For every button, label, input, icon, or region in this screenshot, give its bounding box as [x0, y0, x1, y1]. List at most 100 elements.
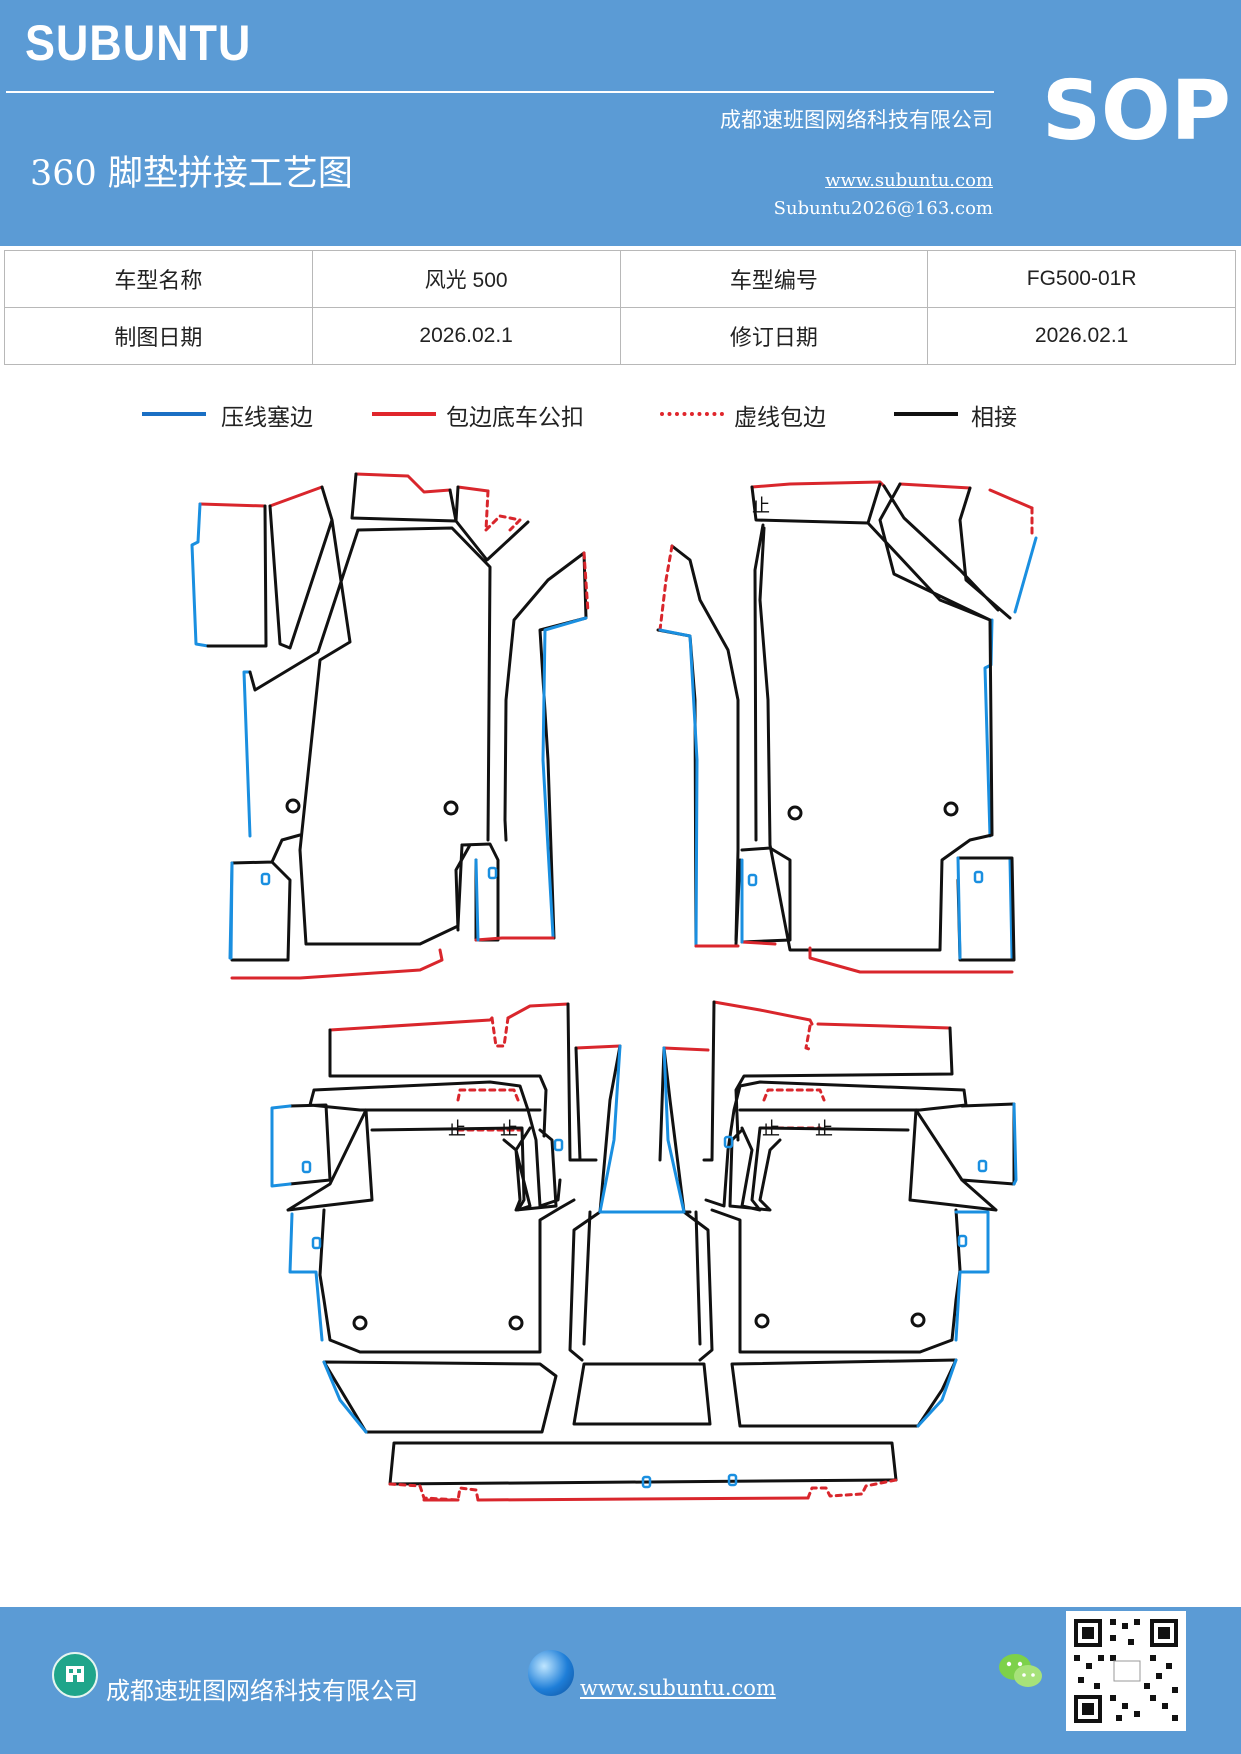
model-code-label: 车型编号: [619, 250, 929, 308]
rear-right-stop-mark: 止: [815, 1119, 833, 1140]
table-row: 制图日期 2026.02.1 修订日期 2026.02.1: [4, 307, 1236, 365]
front-right-hole: [787, 805, 803, 821]
front-right-mat: 止: [656, 480, 1038, 974]
rear-left-clip: [301, 1160, 312, 1174]
rear-right-clip: [957, 1234, 968, 1248]
front-left-left-press: [190, 502, 252, 960]
revise-date-value: 2026.02.1: [927, 307, 1236, 365]
front-left-side-dotted: [582, 551, 590, 614]
rear-right-lower-press: [916, 1358, 958, 1428]
front-left-top-wrap: [198, 472, 490, 508]
rear-left-lower: [322, 1360, 558, 1434]
rear-left-hole: [352, 1315, 368, 1331]
legend-label-dotted-edge: 虚线包边: [734, 405, 826, 431]
legend-swatch-press-edge: [142, 412, 206, 416]
rear-right-outline: [658, 1000, 1016, 1354]
model-code-value: FG500-01R: [927, 250, 1236, 308]
website-link[interactable]: www.subuntu.com: [825, 170, 993, 191]
model-name-value: 风光 500: [311, 250, 621, 308]
rear-left-left-press: [270, 1104, 324, 1342]
legend-swatch-joint: [894, 412, 958, 416]
front-left-top-dotted: [484, 489, 522, 532]
front-right-side-press: [658, 628, 699, 948]
front-right-side-dotted: [658, 544, 674, 632]
rear-left-top-dotted: [456, 1016, 524, 1132]
rear-strip-clip: [641, 1475, 652, 1489]
rear-right-hole: [910, 1312, 926, 1328]
header-band: [0, 0, 1241, 246]
front-right-top-wrap: [750, 480, 1034, 510]
front-left-bottom-wrap: [230, 936, 555, 980]
rear-left-outline: [286, 1002, 598, 1354]
front-right-bottom-pieces: [734, 846, 1016, 962]
rear-strip-dotted-edge: [388, 1478, 898, 1502]
draw-date-label: 制图日期: [4, 307, 313, 365]
front-left-bottom-pieces: [230, 833, 500, 962]
footer-company-name: 成都速班图网络科技有限公司: [106, 1677, 418, 1705]
rear-right-right-press: [954, 1102, 1018, 1342]
front-right-outline: [750, 482, 1012, 952]
rear-right-top-wrap: [662, 1000, 952, 1052]
qr-code: [1066, 1611, 1186, 1731]
table-row: 车型名称 风光 500 车型编号 FG500-01R: [4, 250, 1236, 308]
vehicle-info-table: 车型名称 风光 500 车型编号 FG500-01R 制图日期 2026.02.…: [4, 250, 1236, 365]
wechat-icon[interactable]: [996, 1650, 1044, 1692]
front-left-outline: [206, 472, 530, 946]
rear-left-center-side: [568, 1044, 692, 1362]
front-left-clip: [260, 872, 271, 886]
header-divider: [6, 91, 994, 93]
rear-left-clip: [311, 1236, 322, 1250]
front-right-side-panel: [656, 544, 740, 948]
email-address: Subuntu2026@163.com: [773, 198, 993, 219]
model-name-label: 车型名称: [4, 250, 313, 308]
front-right-clip: [747, 873, 758, 887]
rear-strip-clip: [727, 1473, 738, 1487]
rear-left-hole: [508, 1315, 524, 1331]
legend-label-press-edge: 压线塞边: [221, 405, 313, 431]
front-right-clip: [973, 870, 984, 884]
rear-left-mat: 止 止: [270, 1002, 692, 1434]
rear-strip-mat: [388, 1441, 898, 1502]
rear-right-hole: [754, 1313, 770, 1329]
rear-left-lower-press: [322, 1360, 368, 1434]
front-right-hole: [943, 801, 959, 817]
legend-label-joint: 相接: [971, 405, 1017, 431]
front-right-bottom-press: [740, 856, 962, 960]
floor-mat-drawing: 止 止 止 止 止: [190, 472, 1038, 1502]
rear-right-center-side: [662, 1046, 714, 1362]
front-left-hole: [285, 798, 301, 814]
front-left-hole: [443, 800, 459, 816]
footer-website-link[interactable]: www.subuntu.com: [580, 1676, 776, 1700]
front-left-clip: [487, 866, 498, 880]
legend-label-wrap-edge: 包边底车公扣: [446, 405, 584, 431]
building-icon: [52, 1652, 98, 1698]
rear-right-clip: [977, 1159, 988, 1173]
sop-label: SOP: [1042, 64, 1231, 159]
front-right-stop-mark: 止: [752, 496, 770, 517]
legend-swatch-dotted-edge: [660, 412, 724, 416]
rear-strip-wrap-edge: [422, 1496, 810, 1502]
rear-left-stop-mark: 止: [448, 1119, 466, 1140]
rear-right-stop-mark: 止: [762, 1119, 780, 1140]
revise-date-label: 修订日期: [619, 307, 929, 365]
legend-swatch-wrap-edge: [372, 412, 436, 416]
rear-left-top-wrap: [328, 1002, 622, 1050]
document-title: 360 脚垫拼接工艺图: [30, 154, 353, 194]
rear-left-center-press: [598, 1044, 686, 1214]
legend: 压线塞边 包边底车公扣 虚线包边 相接: [0, 398, 1241, 438]
front-left-side-press: [541, 616, 588, 938]
globe-icon: [528, 1650, 574, 1696]
rear-right-clip: [723, 1135, 734, 1149]
front-left-side-panel: [503, 551, 588, 940]
company-name: 成都速班图网络科技有限公司: [720, 108, 993, 132]
front-left-mat: [190, 472, 590, 980]
rear-right-lower: [730, 1358, 958, 1428]
center-tunnel-lower: [572, 1362, 712, 1426]
rear-right-center-press: [662, 1046, 686, 1214]
rear-left-stop-mark: 止: [500, 1119, 518, 1140]
front-right-bottom-wrap: [694, 940, 1014, 974]
draw-date-value: 2026.02.1: [311, 307, 621, 365]
rear-right-mat: 止 止: [572, 1000, 1018, 1428]
front-left-bottom-press: [229, 858, 480, 960]
rear-left-clip: [553, 1138, 564, 1152]
